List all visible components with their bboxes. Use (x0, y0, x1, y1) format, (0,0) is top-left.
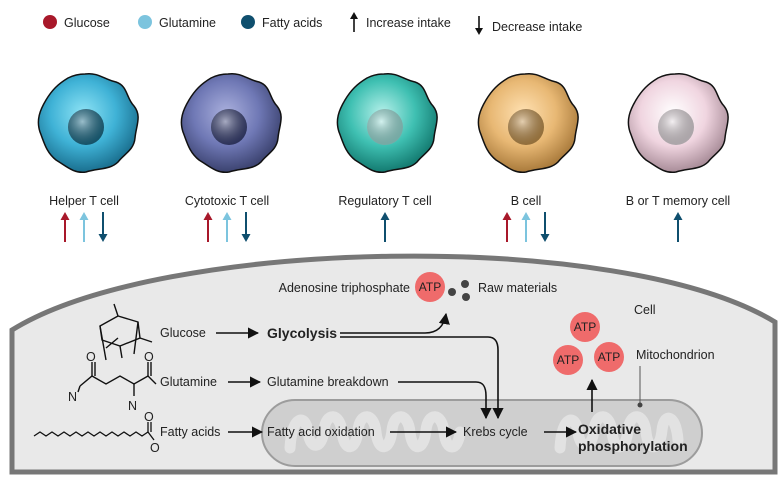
legend-increase-label: Increase intake (366, 16, 451, 30)
fatty-acid-oxidation-label: Fatty acid oxidation (267, 425, 375, 439)
arrow-down-icon-fatty-acids-0 (98, 212, 108, 242)
legend: Glucose Glutamine Fatty acids Increase i… (43, 12, 582, 35)
arrow-up-icon-glucose-1 (203, 212, 213, 242)
intake-arrows (60, 212, 683, 242)
arrow-down-icon-fatty-acids-3 (540, 212, 550, 242)
cell-label-b: B cell (511, 194, 542, 208)
legend-fatty-acids-dot (241, 15, 255, 29)
atp-label-top: ATP (419, 280, 441, 294)
fatty-acid-o2: O (150, 441, 160, 455)
cell-b (477, 72, 579, 174)
glutamine-label: Glutamine (160, 375, 217, 389)
legend-fatty-acids-label: Fatty acids (262, 16, 322, 30)
glycolysis-label: Glycolysis (267, 325, 337, 341)
arrow-up-icon-glutamine-0 (79, 212, 89, 242)
phosphorylation-label: phosphorylation (578, 438, 688, 454)
legend-glutamine-dot (138, 15, 152, 29)
glutamine-o1: O (86, 350, 96, 364)
cell-cytotoxic-t (180, 72, 282, 174)
cell-label-helper-t: Helper T cell (49, 194, 119, 208)
raw-materials-dots-icon (448, 280, 470, 301)
mitochondrion-pointer-dot (637, 402, 643, 408)
atp-circle-2 (553, 345, 583, 375)
arrow-up-icon (350, 12, 358, 32)
mitochondrion-label: Mitochondrion (636, 348, 715, 362)
glutamine-n2: N (128, 399, 137, 413)
arrow-down-icon (475, 16, 483, 35)
legend-glutamine-label: Glutamine (159, 16, 216, 30)
krebs-cycle-label: Krebs cycle (463, 425, 528, 439)
glutamine-breakdown-label: Glutamine breakdown (267, 375, 389, 389)
cell-label: Cell (634, 303, 656, 317)
atp-label-3: ATP (598, 350, 620, 364)
cell-label-cytotoxic-t: Cytotoxic T cell (185, 194, 269, 208)
atp-circle-top (415, 272, 445, 302)
atp-circle-3 (594, 342, 624, 372)
glucose-label: Glucose (160, 326, 206, 340)
legend-glucose-dot (43, 15, 57, 29)
arrow-up-icon-fatty-acids-4 (673, 212, 683, 242)
fatty-acids-label: Fatty acids (160, 425, 220, 439)
legend-decrease-label: Decrease intake (492, 20, 582, 34)
arrow-up-icon-glucose-3 (502, 212, 512, 242)
fatty-acid-molecule-icon (33, 422, 155, 441)
glutamine-o2: O (144, 350, 154, 364)
cell-label-regulatory-t: Regulatory T cell (338, 194, 431, 208)
glutamine-n1: N (68, 390, 77, 404)
pathway-arrows (216, 312, 598, 438)
cell-helper-t (37, 72, 139, 174)
atp-label-2: ATP (557, 353, 579, 367)
adenosine-label: Adenosine triphosphate (279, 281, 410, 295)
cell-regulatory-t (336, 72, 438, 174)
arrow-up-icon-glutamine-1 (222, 212, 232, 242)
atp-label-1: ATP (574, 320, 596, 334)
oxidative-label: Oxidative (578, 421, 641, 437)
atp-circle-1 (570, 312, 600, 342)
glutamine-molecule-icon (77, 362, 157, 396)
legend-glucose-label: Glucose (64, 16, 110, 30)
arrow-up-icon-fatty-acids-2 (380, 212, 390, 242)
arrow-up-icon-glucose-0 (60, 212, 70, 242)
cell-label-memory: B or T memory cell (626, 194, 730, 208)
fatty-acid-o1: O (144, 410, 154, 424)
cell-memory (627, 72, 729, 174)
glucose-molecule-icon (99, 303, 153, 361)
raw-materials-label: Raw materials (478, 281, 557, 295)
arrow-down-icon-fatty-acids-1 (241, 212, 251, 242)
arrow-up-icon-glutamine-3 (521, 212, 531, 242)
